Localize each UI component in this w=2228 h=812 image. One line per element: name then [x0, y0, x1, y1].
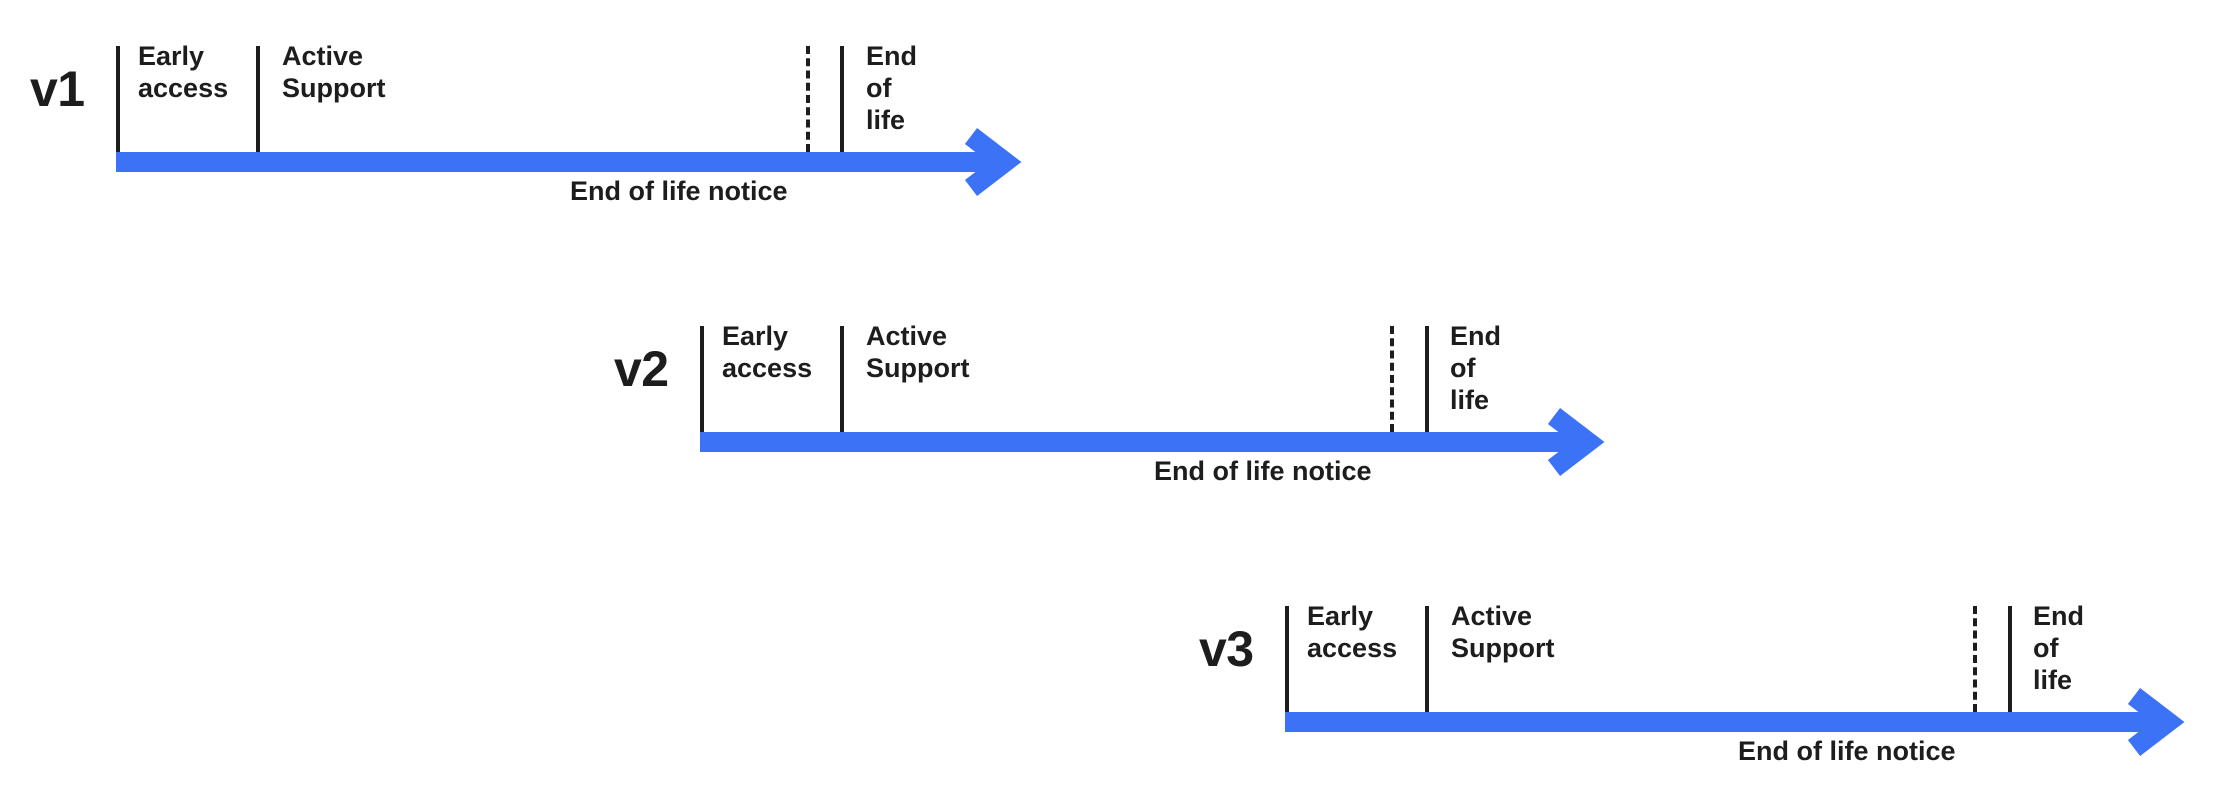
phase-label-early-access: Early access — [722, 321, 813, 383]
end-of-life-notice-label: End of life notice — [1738, 736, 1956, 766]
arrow-shaft — [1285, 712, 2160, 732]
end-of-life-notice-marker — [1390, 326, 1394, 432]
version-label-v1: v1 — [30, 61, 85, 117]
phase-label-end-of-life: End of life — [1450, 321, 1501, 415]
phase-label-early-access: Early access — [1307, 601, 1398, 663]
end-of-life-notice-label: End of life notice — [570, 176, 788, 206]
phase-start-divider — [1285, 606, 1289, 712]
phase-label-active-support: Active Support — [1451, 601, 1555, 663]
arrow-head-icon — [2127, 688, 2185, 756]
phase-label-early-access: Early access — [138, 41, 229, 103]
end-of-life-notice-label: End of life notice — [1154, 456, 1372, 486]
phase-label-active-support: Active Support — [282, 41, 386, 103]
phase-label-end-of-life: End of life — [2033, 601, 2084, 695]
end-of-life-notice-marker — [1973, 606, 1977, 712]
arrow-head-icon — [964, 128, 1022, 196]
arrow-shaft — [116, 152, 997, 172]
timeline-arrow — [116, 128, 1022, 196]
phase-start-divider — [116, 46, 120, 152]
end-of-life-divider — [2008, 606, 2012, 712]
phase-start-divider — [700, 326, 704, 432]
end-of-life-divider — [1425, 326, 1429, 432]
active-support-divider — [256, 46, 260, 152]
arrow-shaft — [700, 432, 1580, 452]
version-label-v2: v2 — [614, 341, 669, 397]
phase-label-end-of-life: End of life — [866, 41, 917, 135]
timeline-arrow — [700, 408, 1605, 476]
timeline-arrow — [1285, 688, 2185, 756]
active-support-divider — [840, 326, 844, 432]
arrow-head-icon — [1547, 408, 1605, 476]
active-support-divider — [1425, 606, 1429, 712]
end-of-life-divider — [840, 46, 844, 152]
version-label-v3: v3 — [1199, 621, 1254, 677]
end-of-life-notice-marker — [806, 46, 810, 152]
phase-label-active-support: Active Support — [866, 321, 970, 383]
